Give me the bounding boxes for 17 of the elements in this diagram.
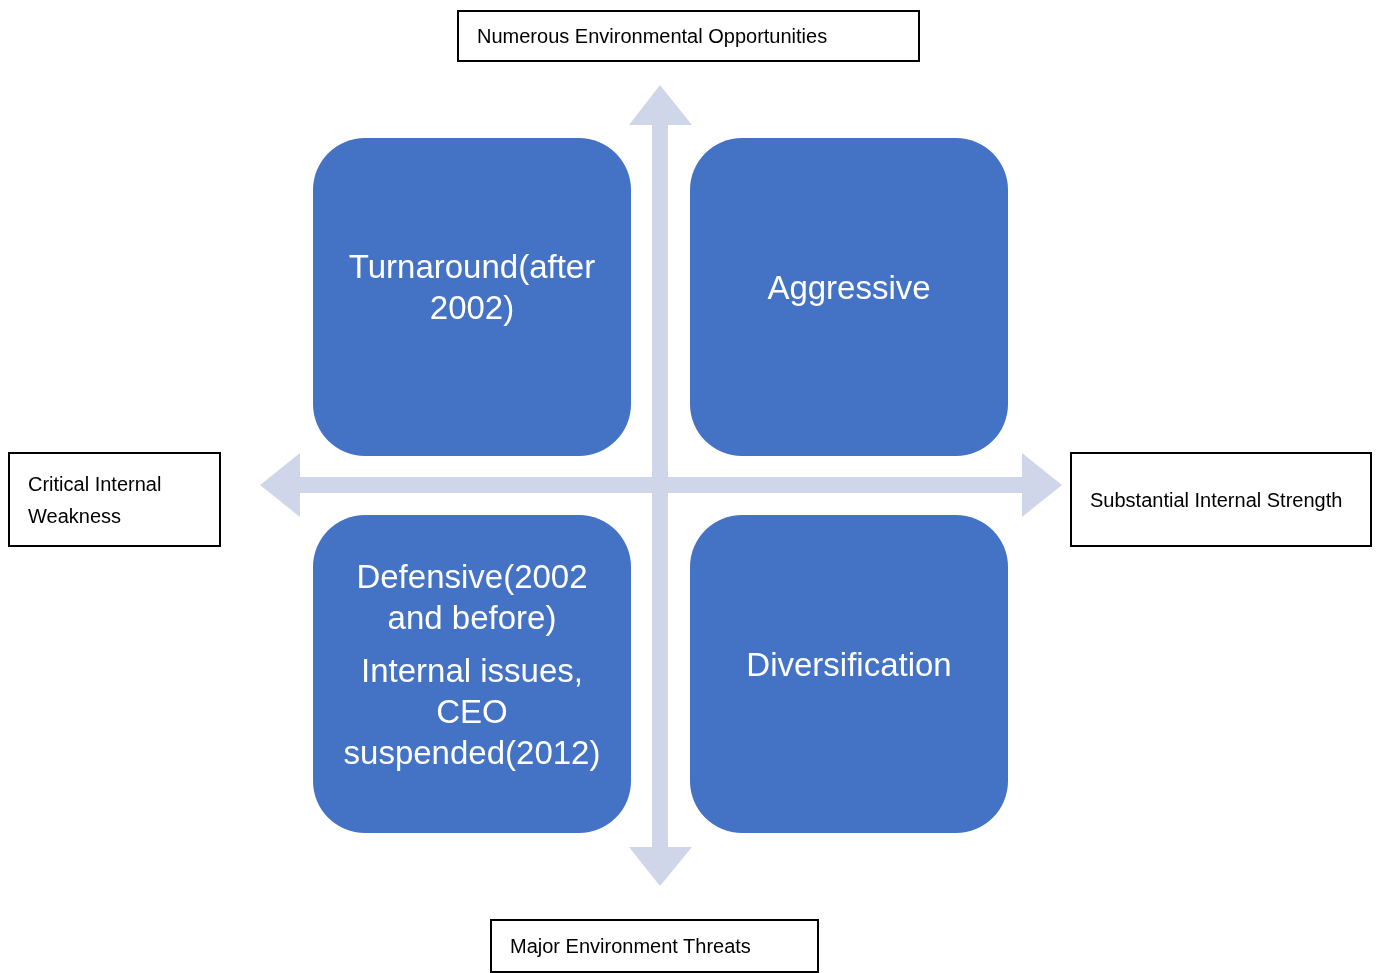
axis-label: Major Environment Threats (510, 934, 751, 959)
quadrant-box (690, 138, 1008, 456)
quadrant-box (313, 515, 631, 833)
quadrant-label: Turnaround(after 2002) (347, 247, 597, 328)
quadrant-label: Diversification (746, 644, 952, 685)
axis-label: Numerous Environmental Opportunities (477, 24, 828, 49)
quadrant-label: Internal issues, CEO suspended(2012) (342, 650, 602, 773)
axis-label-box (8, 452, 221, 547)
axis-label-box (457, 10, 920, 62)
quadrant-box (313, 138, 631, 456)
axis-label-box (490, 919, 819, 973)
axis-label: Substantial Internal Strength (1090, 487, 1343, 513)
quadrant-box (690, 515, 1008, 833)
quadrant-label: Aggressive (767, 267, 931, 308)
quadrant-label: Defensive(2002 and before) (355, 556, 589, 638)
axis-label: Critical Internal Weakness (28, 471, 163, 529)
axis-label-box (1070, 452, 1372, 547)
